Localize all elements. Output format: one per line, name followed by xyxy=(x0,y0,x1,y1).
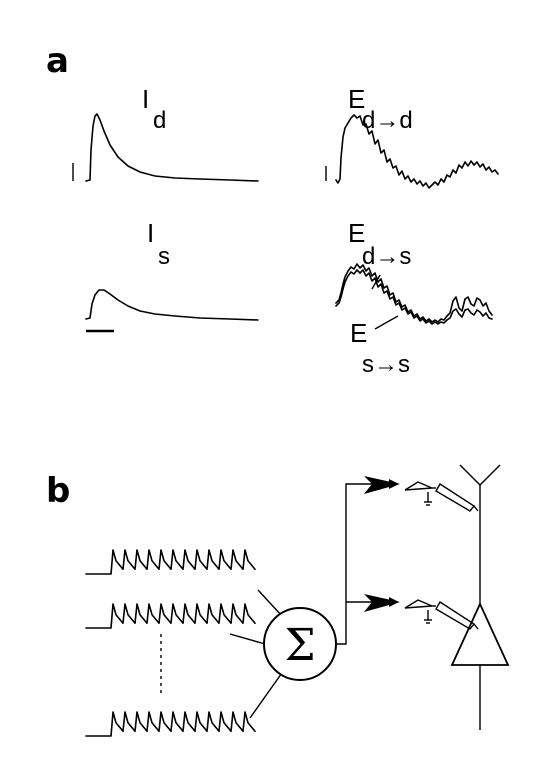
pointer-line-e-ss xyxy=(374,315,399,330)
connector-train-2 xyxy=(229,633,266,645)
trace-e-dd xyxy=(335,114,499,189)
connector-train-1 xyxy=(257,589,283,617)
pyramidal-neuron-icon xyxy=(450,464,510,730)
label-e-ds-sub: d→s xyxy=(362,243,411,270)
label-e-dd: E d→d xyxy=(348,84,413,134)
label-i-s-main: I xyxy=(147,218,154,248)
output-line-dendrite xyxy=(336,479,399,645)
input-spike-train-1 xyxy=(85,549,256,575)
trace-e-ss xyxy=(335,269,493,325)
panel-b-letter: b xyxy=(46,471,70,511)
label-i-d-main: I xyxy=(142,84,149,114)
label-e-ds: E d→s xyxy=(348,218,411,270)
label-e-ds-main: E xyxy=(348,218,365,248)
summation-node: Σ xyxy=(263,607,337,681)
somatic-electrode-icon xyxy=(404,599,479,630)
arrowhead-dendrite-icon xyxy=(364,476,400,494)
trace-i-s xyxy=(85,289,259,321)
label-e-dd-sub: d→d xyxy=(362,107,413,134)
arrowhead-soma-icon xyxy=(364,594,400,612)
label-e-dd-main: E xyxy=(348,84,365,114)
label-i-d: I d xyxy=(142,84,166,134)
label-e-ss-main: E xyxy=(350,318,367,348)
sigma-icon: Σ xyxy=(284,620,315,671)
panel-a-letter: a xyxy=(46,41,69,81)
input-spike-train-2 xyxy=(85,603,256,629)
label-i-d-sub: d xyxy=(153,107,166,134)
label-e-ss-sub: s→s xyxy=(362,351,410,378)
trace-i-d xyxy=(85,113,259,182)
pointer-line-e-ds xyxy=(371,274,381,290)
trace-e-ds xyxy=(335,263,493,323)
input-spike-train-3 xyxy=(85,711,256,737)
dendritic-electrode-icon xyxy=(404,481,479,512)
label-e-ss: E s→s xyxy=(350,318,410,378)
label-i-s: I s xyxy=(147,218,170,270)
connector-train-3 xyxy=(249,669,285,719)
label-i-s-sub: s xyxy=(158,243,170,270)
